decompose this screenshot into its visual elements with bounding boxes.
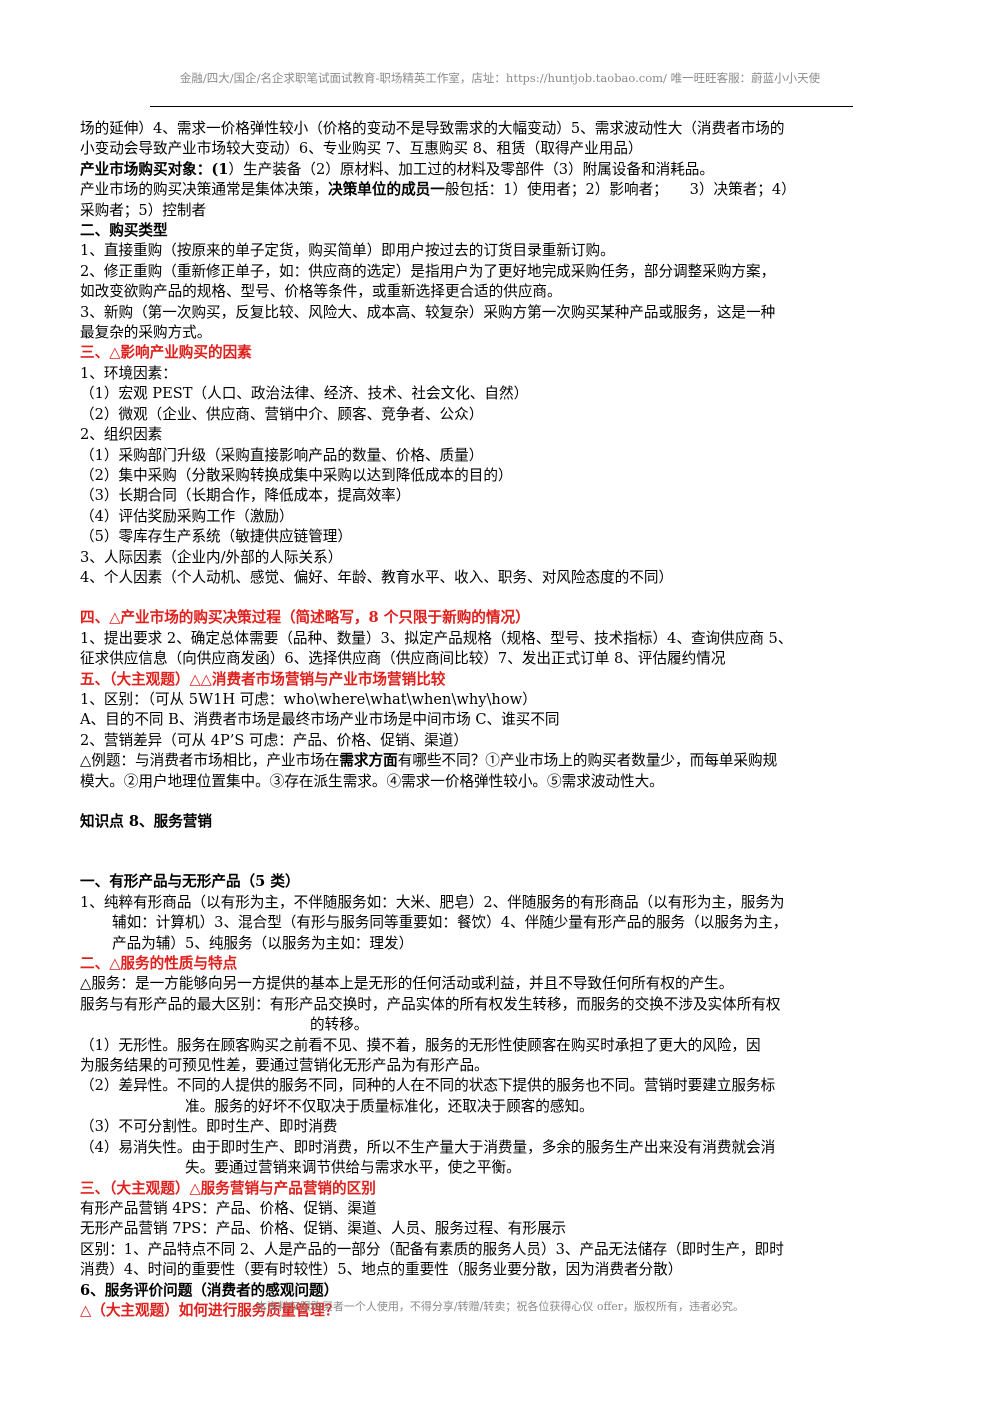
spacer [80, 852, 930, 872]
text-line: △服务：是一方能够向另一方提供的基本上是无形的任何活动或利益，并且不导致任何所有… [80, 975, 734, 993]
text-line: （2）集中采购（分散采购转换成集中采购以达到降低成本的目的） [80, 466, 513, 484]
document-body: 场的延伸）4、需求一价格弹性较小（价格的变动不是导致需求的大幅变动）5、需求波动… [80, 119, 930, 1321]
text-line: （2）差异性。不同的人提供的服务不同，同种的人在不同的状态下提供的服务也不同。营… [80, 1077, 776, 1095]
text-line: 2、营销差异（可从 4P’S 可虑：产品、价格、促销、渠道） [80, 731, 468, 749]
section-heading: △（大主观题）如何进行服务质量管理？ [80, 1301, 340, 1319]
text-line: 2、修正重购（重新修正单子，如：供应商的选定）是指用户为了更好地完成采购任务，部… [80, 262, 776, 280]
text-line: 服务与有形产品的最大区别：有形产品交换时，产品实体的所有权发生转移，而服务的交换… [80, 995, 781, 1013]
text-span: 有哪些不同？①产业市场上的购买者数量少，而每单采购规 [397, 752, 778, 770]
text-line: （1）无形性。服务在顾客购买之前看不见、摸不着，服务的无形性使顾客在购买时承担了… [80, 1036, 761, 1054]
text-line: 1、环境因素： [80, 364, 177, 382]
section-heading: 一、有形产品与无形产品（5 类） [80, 873, 300, 891]
text-line: （4）评估奖励采购工作（激励） [80, 507, 294, 525]
header-rule [150, 106, 853, 107]
page-footer: 本资料仅限购买者一个人使用，不得分享/转赠/转卖；祝各位获得心仪 offer，版… [255, 1300, 745, 1313]
text-line: 消费）4、时间的重要性（要有时较性）5、地点的重要性（服务业要分散，因为消费者分… [80, 1261, 683, 1279]
section-heading: 五、（大主观题）△△消费者市场营销与产业市场营销比较 [80, 670, 446, 688]
text-line: 无形产品营销 7PS：产品、价格、促销、渠道、人员、服务过程、有形展示 [80, 1220, 567, 1238]
section-heading: 四、△产业市场的购买决策过程（简述略写，8 个只限于新购的情况） [80, 609, 530, 627]
text-line: 2、组织因素 [80, 426, 163, 444]
text-line: A、目的不同 B、消费者市场是最终市场产业市场是中间市场 C、谁买不同 [80, 711, 560, 729]
text-line: 3、人际因素（企业内/外部的人际关系） [80, 548, 343, 566]
spacer [80, 792, 930, 812]
text-line: 征求供应信息（向供应商发函）6、选择供应商（供应商间比较）7、发出正式订单 8、… [80, 650, 726, 668]
text-line: 失。要通过营销来调节供给与需求水平，使之平衡。 [185, 1159, 521, 1177]
text-line: 场的延伸）4、需求一价格弹性较小（价格的变动不是导致需求的大幅变动）5、需求波动… [80, 120, 785, 137]
text-line: （1）采购部门升级（采购直接影响产品的数量、价格、质量） [80, 446, 484, 464]
bold-term: 决策单位的成员一 [328, 181, 445, 199]
text-line: 产业市场的购买决策通常是集体决策，决策单位的成员一般包括：1）使用者；2）影响者… [80, 180, 930, 200]
text-line: 1、区别：（可从 5W1H 可虑：who\where\what\when\why… [80, 690, 537, 708]
bold-term: 产业市场购买对象： [80, 160, 212, 178]
text-line: 辅如：计算机）3、混合型（有形与服务同等重要如：餐饮）4、伴随少量有形产品的服务… [112, 914, 788, 932]
text-line: （2）微观（企业、供应商、营销中介、顾客、竞争者、公众） [80, 405, 484, 423]
text-line: 1、纯粹有形商品（以有形为主，不伴随服务如：大米、肥皂）2、伴随服务的有形商品（… [80, 893, 785, 911]
section-heading: 二、购买类型 [80, 222, 168, 240]
text-line: 1、直接重购（按原来的单子定货，购买简单）即用户按过去的订货目录重新订购。 [80, 242, 615, 260]
text-line: 模大。②用户地理位置集中。③存在派生需求。④需求一价格弹性较小。⑤需求波动性大。 [80, 772, 664, 790]
text-line: 产业市场购买对象：(1）生产装备（2）原材料、加工过的材料及零部件（3）附属设备… [80, 160, 930, 180]
text-line: 1、提出要求 2、确定总体需要（品种、数量）3、拟定产品规格（规格、型号、技术指… [80, 629, 793, 647]
text-line: 为服务结果的可预见性差，要通过营销化无形产品为有形产品。 [80, 1057, 489, 1075]
spacer [80, 832, 930, 852]
text-line: 4、个人因素（个人动机、感觉、偏好、年龄、教育水平、收入、职务、对风险态度的不同… [80, 568, 674, 586]
section-heading: 6、服务评价问题（消费者的感观问题） [80, 1281, 339, 1299]
text-line: （3）长期合同（长期合作，降低成本，提高效率） [80, 487, 411, 505]
text-line: 有形产品营销 4PS：产品、价格、促销、渠道 [80, 1199, 377, 1217]
text-line: 准。服务的好坏不仅取决于质量标准化，还取决于顾客的感知。 [185, 1097, 594, 1115]
text-line: 最复杂的采购方式。 [80, 324, 212, 342]
section-heading: 二、△服务的性质与特点 [80, 955, 238, 973]
text-line: △例题：与消费者市场相比，产业市场在需求方面有哪些不同？①产业市场上的购买者数量… [80, 751, 930, 771]
text-line: 如改变欲购产品的规格、型号、价格等条件，或重新选择更合适的供应商。 [80, 283, 562, 301]
text-line: 的转移。 [310, 1016, 369, 1034]
text-span: 般包括：1）使用者；2）影响者； 3）决策者；4） [444, 181, 796, 199]
text-line: 小变动会导致产业市场较大变动）6、专业购买 7、互惠购买 8、租赁（取得产业用品… [80, 140, 643, 158]
text-line: 3、新购（第一次购买，反复比较、风险大、成本高、较复杂）采购方第一次购买某种产品… [80, 303, 776, 321]
text-line: （1）宏观 PEST（人口、政治法律、经济、技术、社会文化、自然） [80, 385, 529, 403]
bold-term: (1 [211, 160, 229, 178]
text-line: （3）不可分割性。即时生产、即时消费 [80, 1118, 338, 1136]
knowledge-point-title: 知识点 8、服务营销 [80, 813, 212, 830]
spacer [80, 588, 930, 608]
text-line: 产品为辅）5、纯服务（以服务为主如：理发） [112, 934, 414, 952]
section-heading: 三、△影响产业购买的因素 [80, 344, 252, 362]
text-line: 区别：1、产品特点不同 2、人是产品的一部分（配备有素质的服务人员）3、产品无法… [80, 1240, 784, 1258]
text-line: （5）零库存生产系统（敏捷供应链管理） [80, 528, 352, 546]
section-heading: 三、（大主观题）△服务营销与产品营销的区别 [80, 1179, 376, 1197]
text-line: 采购者；5）控制者 [80, 201, 207, 219]
bold-term: 需求方面 [339, 752, 398, 770]
page-header: 金融/四大/国企/名企求职笔试面试教育-职场精英工作室，店址：https://h… [179, 71, 821, 85]
text-span: △例题：与消费者市场相比，产业市场在 [80, 752, 340, 770]
text-line: （4）易消失性。由于即时生产、即时消费，所以不生产量大于消费量，多余的服务生产出… [80, 1138, 776, 1156]
text-span: 产业市场的购买决策通常是集体决策， [80, 181, 329, 199]
text-span: ）生产装备（2）原材料、加工过的材料及零部件（3）附属设备和消耗品。 [228, 160, 714, 178]
